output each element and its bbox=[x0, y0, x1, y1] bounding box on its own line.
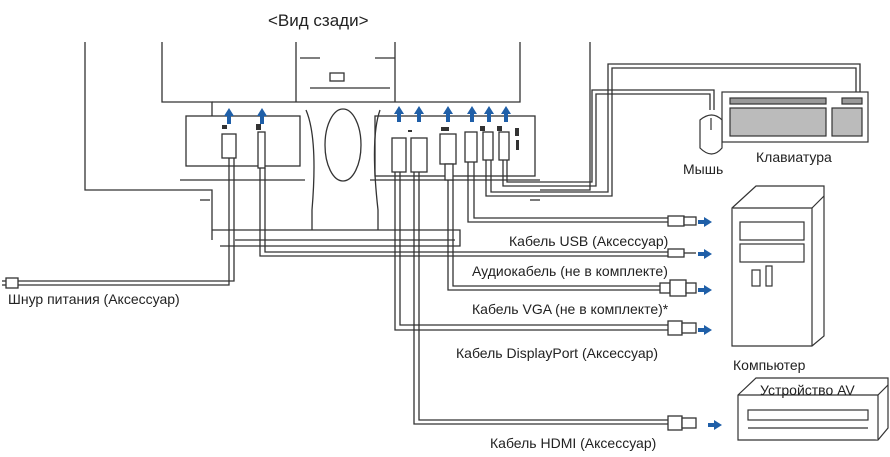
arrow-up-icon bbox=[224, 108, 234, 124]
label-usb-cable: Кабель USB (Аксессуар) bbox=[509, 233, 668, 249]
label-hdmi-cable: Кабель HDMI (Аксессуар) bbox=[490, 435, 656, 451]
arrow-up-icon bbox=[501, 106, 511, 122]
mouse-icon bbox=[699, 114, 723, 155]
arrow-right-icon bbox=[698, 285, 712, 295]
label-vga-cable: Кабель VGA (не в комплекте)* bbox=[472, 301, 669, 317]
label-keyboard: Клавиатура bbox=[756, 149, 832, 165]
computer-icon bbox=[731, 185, 825, 347]
label-power-cord: Шнур питания (Аксессуар) bbox=[8, 291, 180, 307]
cable-plugs bbox=[221, 131, 510, 181]
rear-view-title: <Вид сзади> bbox=[268, 11, 369, 30]
arrow-right-icon bbox=[698, 325, 712, 335]
label-computer: Компьютер bbox=[733, 357, 806, 373]
cable-end-connectors bbox=[2, 215, 697, 431]
arrow-up-icon bbox=[467, 106, 477, 122]
arrow-up-icon bbox=[414, 106, 424, 122]
av-device-icon bbox=[737, 377, 889, 441]
label-audio-cable: Аудиокабель (не в комплекте) bbox=[472, 263, 668, 279]
device-arrows bbox=[698, 217, 722, 430]
label-mouse: Мышь bbox=[683, 161, 723, 177]
port-arrows bbox=[224, 106, 511, 124]
keyboard-icon bbox=[721, 91, 869, 143]
port-symbols bbox=[222, 124, 519, 150]
arrow-up-icon bbox=[484, 106, 494, 122]
arrow-right-icon bbox=[708, 420, 722, 430]
cables bbox=[18, 63, 861, 425]
arrow-right-icon bbox=[698, 217, 712, 227]
arrow-up-icon bbox=[394, 106, 404, 122]
arrow-right-icon bbox=[698, 249, 712, 259]
label-displayport-cable: Кабель DisplayPort (Аксессуар) bbox=[456, 345, 658, 361]
arrow-up-icon bbox=[443, 106, 453, 122]
arrow-up-icon bbox=[257, 108, 267, 124]
label-av-device: Устройство AV bbox=[760, 382, 855, 398]
monitor-back bbox=[84, 42, 591, 247]
